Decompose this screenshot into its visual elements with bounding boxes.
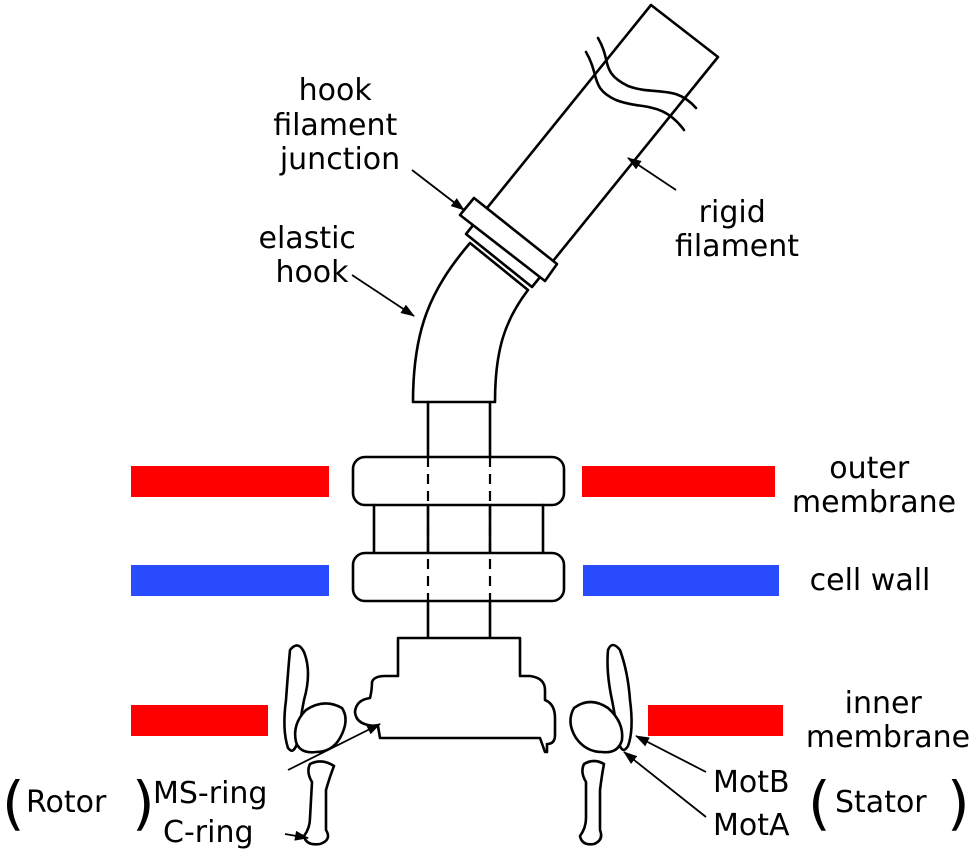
stator-paren-open: ( xyxy=(808,769,831,837)
mota-right xyxy=(569,700,624,754)
hook-filament-junction-label: hook filament junction xyxy=(273,73,407,177)
c-ring-right xyxy=(578,759,606,846)
c-ring-label: C-ring xyxy=(163,815,254,850)
ms-ring-label: MS-ring xyxy=(153,776,267,811)
outer-membrane-bar-left xyxy=(131,466,329,497)
stator-right xyxy=(569,643,633,846)
inner-membrane-label: inner membrane xyxy=(806,686,970,755)
filament-break-icon-2 xyxy=(584,50,686,132)
filament-break-icon xyxy=(596,36,698,110)
p-ring xyxy=(351,551,566,603)
arrows xyxy=(284,157,707,841)
stator-left xyxy=(283,644,347,846)
l-ring xyxy=(351,455,566,507)
arrowhead-icon xyxy=(287,723,381,771)
cell-wall-bar-right xyxy=(583,565,779,596)
motb-label: MotB xyxy=(713,765,790,800)
inner-membrane-bar-right xyxy=(648,705,783,736)
arrowhead-icon xyxy=(627,157,677,191)
motb-right xyxy=(606,643,633,752)
stator-paren-close: ) xyxy=(947,769,970,837)
rotor-paren-close: ) xyxy=(132,769,155,837)
elastic-hook-label: elastic hook xyxy=(259,221,366,290)
arrowhead-icon xyxy=(351,274,415,317)
rigid-filament xyxy=(464,3,720,289)
ms-ring xyxy=(353,636,557,754)
rod-dashed xyxy=(426,457,492,601)
inner-membrane-bar-left xyxy=(131,705,268,736)
outer-membrane-bar-right xyxy=(582,466,775,497)
arrowhead-icon xyxy=(623,751,707,818)
rotor-label: Rotor xyxy=(26,785,107,820)
arrowhead-icon xyxy=(635,735,707,773)
rigid-filament-label: rigid filament xyxy=(675,195,799,264)
ring-connector xyxy=(372,503,545,555)
c-ring-left xyxy=(302,760,336,846)
outer-membrane-label: outer membrane xyxy=(792,451,956,520)
arrowhead-icon xyxy=(411,169,465,211)
arrowhead-icon xyxy=(284,830,309,841)
mota-label: MotA xyxy=(713,808,790,843)
rotor-paren-open: ( xyxy=(2,769,25,837)
rod xyxy=(426,400,492,640)
elastic-hook xyxy=(411,241,530,404)
cell-wall-bar-left xyxy=(131,565,329,596)
cell-wall-label: cell wall xyxy=(810,563,931,598)
stator-label: Stator xyxy=(835,785,927,820)
